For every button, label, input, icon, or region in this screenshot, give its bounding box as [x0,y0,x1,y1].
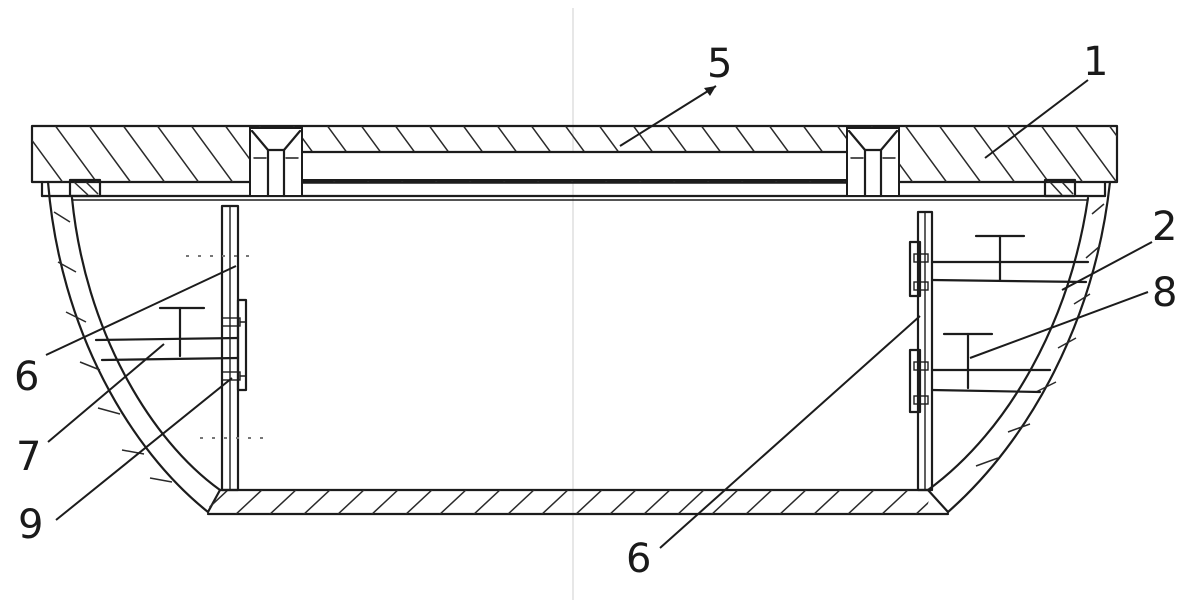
section-hatch-line [121,449,145,455]
section-hatch-line [1073,293,1091,305]
bowl-shell [46,178,1112,516]
section-hatch-line [54,126,98,182]
section-hatch-line [972,126,1016,182]
section-hatch-line [904,126,948,182]
section-hatch-line [938,126,982,182]
section-hatch-line [743,490,775,514]
label-6-bottom: 6 [626,536,651,582]
section-hatch-line [301,490,333,514]
label-5: 5 [707,41,732,87]
section-hatch-line [777,490,809,514]
section-hatch-line [879,490,911,514]
section-hatch-line [1085,245,1101,259]
label-2: 2 [1152,204,1177,250]
section-hatch-line [156,126,200,182]
section-hatch-line [65,311,87,323]
section-hatch-line [641,490,673,514]
leader-5 [619,85,717,147]
section-hatch-line [88,126,132,182]
section-hatch-line [97,407,121,415]
section-hatch-line [1007,423,1031,433]
section-hatch-line [1074,126,1117,182]
label-1: 1 [1083,39,1108,85]
section-hatch-line [1035,381,1057,393]
leader-7 [47,343,165,443]
section-hatch-line [190,126,234,182]
right-stiffener-assembly [908,210,1090,492]
leader-5-arrowhead [704,86,716,96]
section-hatch-line [811,490,843,514]
leader-1 [984,79,1089,159]
label-9: 9 [18,502,43,548]
section-hatch-line [1057,337,1077,349]
section-hatch-line [53,211,71,223]
section-hatch-line [975,457,999,467]
label-7: 7 [16,434,41,480]
section-hatch-line [1006,126,1050,182]
section-hatch-line [267,490,299,514]
section-hatch-line [573,490,605,514]
section-hatch-line [505,490,537,514]
leader-8 [969,291,1149,359]
section-hatch-line [607,490,639,514]
section-hatch-line [675,490,707,514]
central-opening [249,127,900,198]
section-hatch-line [1040,126,1084,182]
reference-numerals: 5 1 2 8 6 7 9 6 [14,39,1177,582]
section-hatch-line [369,490,401,514]
section-hatch-line [845,490,877,514]
section-hatch-line [403,490,435,514]
section-hatch-line [57,261,77,273]
section-hatch-line [1091,203,1105,215]
section-hatch-line [335,490,367,514]
left-stiffener-assembly [94,204,264,492]
leader-6-left [45,265,237,356]
label-6-left: 6 [14,354,39,400]
section-hatch-line [437,490,469,514]
section-hatch-line [32,139,64,182]
section-hatch-line [709,490,741,514]
leader-lines [45,79,1153,549]
section-hatch-line [471,490,503,514]
leader-6-bottom [659,315,921,549]
section-hatch-line [205,490,231,514]
section-hatch-line [149,477,173,483]
section-hatch-line [233,490,265,514]
section-hatch-line [79,361,101,371]
label-8: 8 [1152,270,1177,316]
section-hatch-line [948,488,978,516]
leader-9 [55,377,233,521]
section-hatch-line [1108,126,1117,138]
section-hatch-line [539,490,571,514]
leader-2 [1061,241,1153,291]
section-hatch-line [122,126,166,182]
